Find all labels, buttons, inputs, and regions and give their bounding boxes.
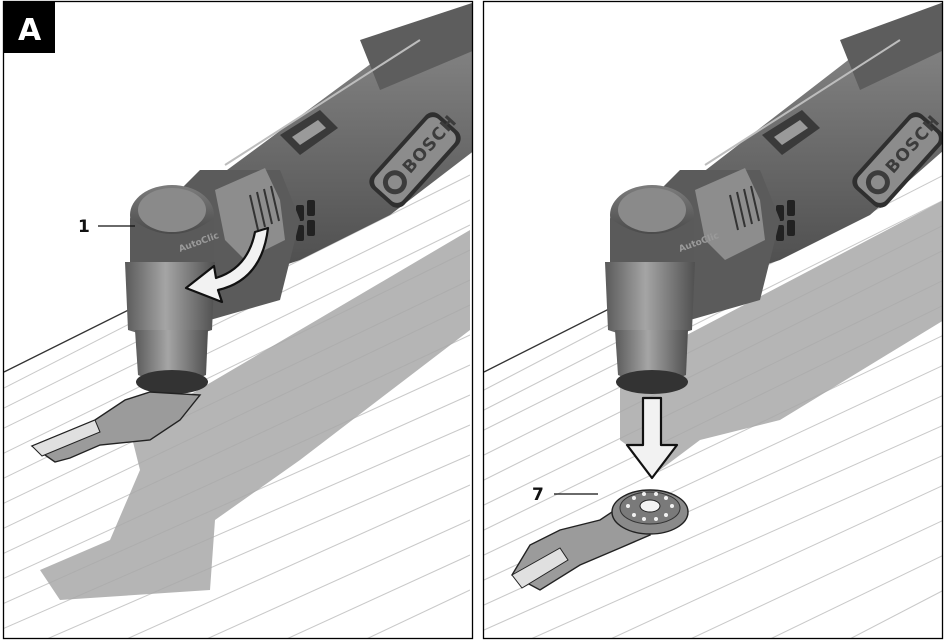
figure-tag-label: A xyxy=(18,13,42,48)
rotation-arrow xyxy=(184,226,270,304)
insert-arrow xyxy=(625,396,679,480)
left-panel: BOSCH AutoClic xyxy=(4,2,472,638)
right-panel-frame xyxy=(482,0,944,640)
callout-label-7: 7 xyxy=(532,485,544,505)
tool-shadow-right xyxy=(620,201,942,470)
tool-shadow-left xyxy=(40,230,470,600)
figure-tag: A xyxy=(3,1,55,53)
autoclic-lever-right xyxy=(695,168,765,260)
callout-label-1: 1 xyxy=(78,217,90,237)
saw-blade-right xyxy=(511,489,689,591)
multitool-left: BOSCH AutoClic xyxy=(30,2,472,463)
multitool-right: BOSCH AutoClic xyxy=(605,2,942,394)
left-panel-frame xyxy=(2,0,474,640)
saw-blade-left xyxy=(30,391,202,463)
vent-slots-right xyxy=(776,200,795,241)
right-panel: BOSCH AutoClic xyxy=(484,2,942,638)
